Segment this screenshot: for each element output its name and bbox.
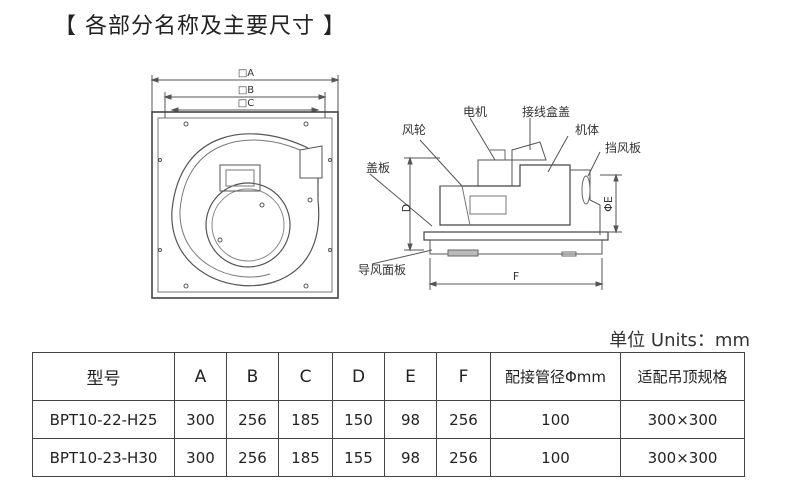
body-label: 机体 (575, 123, 599, 137)
cell-e: 98 (384, 438, 437, 477)
units-note: 单位 Units：mm (609, 330, 750, 351)
fan-wheel-label: 风轮 (402, 123, 426, 137)
cell-c: 185 (278, 400, 333, 439)
cover-label: 盖板 (366, 161, 390, 175)
cell-d: 155 (332, 438, 385, 477)
header-ceiling-size: 适配吊顶规格 (620, 352, 745, 401)
header-f: F (436, 352, 491, 401)
cell-model: BPT10-23-H30 (32, 438, 175, 477)
cell-a: 300 (174, 400, 227, 439)
dim-e-label: ΦE (602, 196, 615, 212)
table-header-row: 型号 A B C D E F 配接管径Φmm 适配吊顶规格 (32, 352, 745, 401)
cell-d: 150 (332, 400, 385, 439)
cell-duct-diameter: 100 (490, 438, 621, 477)
table-row: BPT10-22-H25 300 256 185 150 98 256 100 … (32, 400, 745, 439)
dim-f-label: F (513, 270, 519, 283)
junction-box-label: 接线盒盖 (522, 104, 570, 119)
cell-f: 256 (436, 438, 491, 477)
cell-ceiling-size: 300×300 (620, 438, 745, 477)
spec-table: 型号 A B C D E F 配接管径Φmm 适配吊顶规格 BPT10-22-H… (32, 352, 745, 477)
cell-f: 256 (436, 400, 491, 439)
header-c: C (278, 352, 333, 401)
dim-d-label: D (400, 204, 413, 212)
header-a: A (174, 352, 227, 401)
dimension-drawing: □A □B □C (150, 68, 641, 299)
table-row: BPT10-23-H30 300 256 185 155 98 256 100 … (32, 438, 745, 477)
dim-a-label: □A (238, 68, 254, 79)
header-d: D (332, 352, 385, 401)
cell-ceiling-size: 300×300 (620, 400, 745, 439)
cell-a: 300 (174, 438, 227, 477)
header-model: 型号 (32, 352, 175, 401)
side-view (369, 117, 622, 290)
motor-label: 电机 (463, 105, 487, 119)
cell-e: 98 (384, 400, 437, 439)
cell-b: 256 (226, 438, 279, 477)
dim-c-label: □C (238, 98, 254, 109)
header-b: B (226, 352, 279, 401)
cell-b: 256 (226, 400, 279, 439)
cell-duct-diameter: 100 (490, 400, 621, 439)
header-duct-diameter: 配接管径Φmm (490, 352, 621, 401)
dim-b-label: □B (238, 85, 254, 96)
header-e: E (384, 352, 437, 401)
front-view (150, 75, 340, 299)
cell-model: BPT10-22-H25 (32, 400, 175, 439)
cell-c: 185 (278, 438, 333, 477)
page-title: 【 各部分名称及主要尺寸 】 (54, 14, 346, 39)
baffle-label: 挡风板 (605, 141, 641, 155)
guide-panel-label: 导风面板 (358, 263, 406, 277)
